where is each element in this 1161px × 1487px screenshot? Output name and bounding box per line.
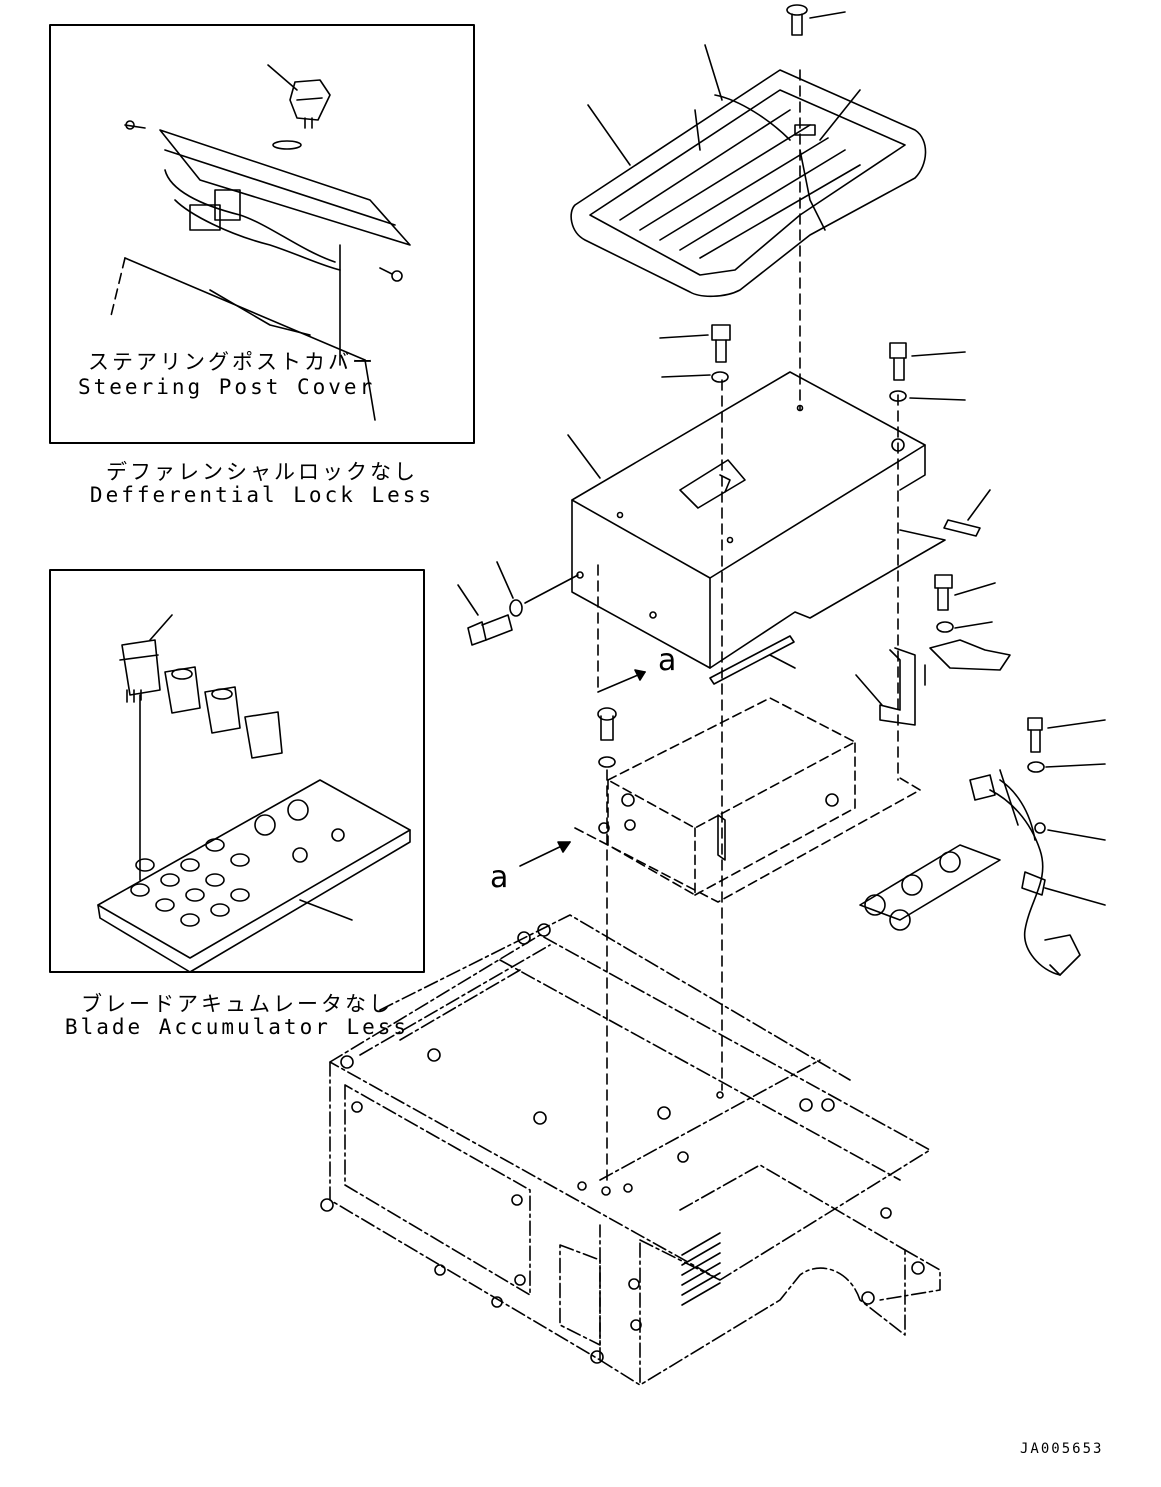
steering-post-cover-assembly (109, 64, 411, 421)
view-arrows (519, 564, 646, 867)
inset-top-caption-en: Defferential Lock Less (89, 483, 435, 507)
bracket-bolts (855, 394, 1011, 781)
harness-right (859, 717, 1106, 976)
inset-frame-top (49, 24, 475, 444)
steering-post-cover-label-jp: ステアリングポストカバー (88, 350, 376, 374)
seat-cushion (570, 44, 927, 411)
stud-bolt (597, 379, 723, 1181)
inset-frame-bottom (49, 569, 425, 973)
console-cover (567, 371, 946, 669)
view-marker-a-upper: a (658, 643, 677, 678)
main-frame-bolts (320, 923, 925, 1364)
bolts-left (659, 324, 966, 402)
controller-details (598, 793, 839, 861)
switch-panel-assembly (97, 614, 411, 973)
controller-box (574, 697, 921, 903)
top-screw (786, 4, 846, 36)
view-marker-a-lower: a (490, 860, 509, 895)
main-frame (329, 914, 941, 1386)
vent-louvers (681, 1232, 721, 1306)
inset-bottom-caption-jp: ブレードアキュムレータなし (81, 992, 393, 1016)
steering-post-cover-label-en: Steering Post Cover (78, 375, 376, 399)
inset-bottom-caption-en: Blade Accumulator Less (64, 1015, 410, 1039)
rubber-strip (709, 489, 991, 685)
drawing-code: JA005653 (1020, 1441, 1104, 1457)
switch-panel-holes (130, 799, 345, 927)
inset-top-caption-jp: デファレンシャルロックなし (106, 460, 418, 484)
side-bolt (457, 561, 579, 646)
